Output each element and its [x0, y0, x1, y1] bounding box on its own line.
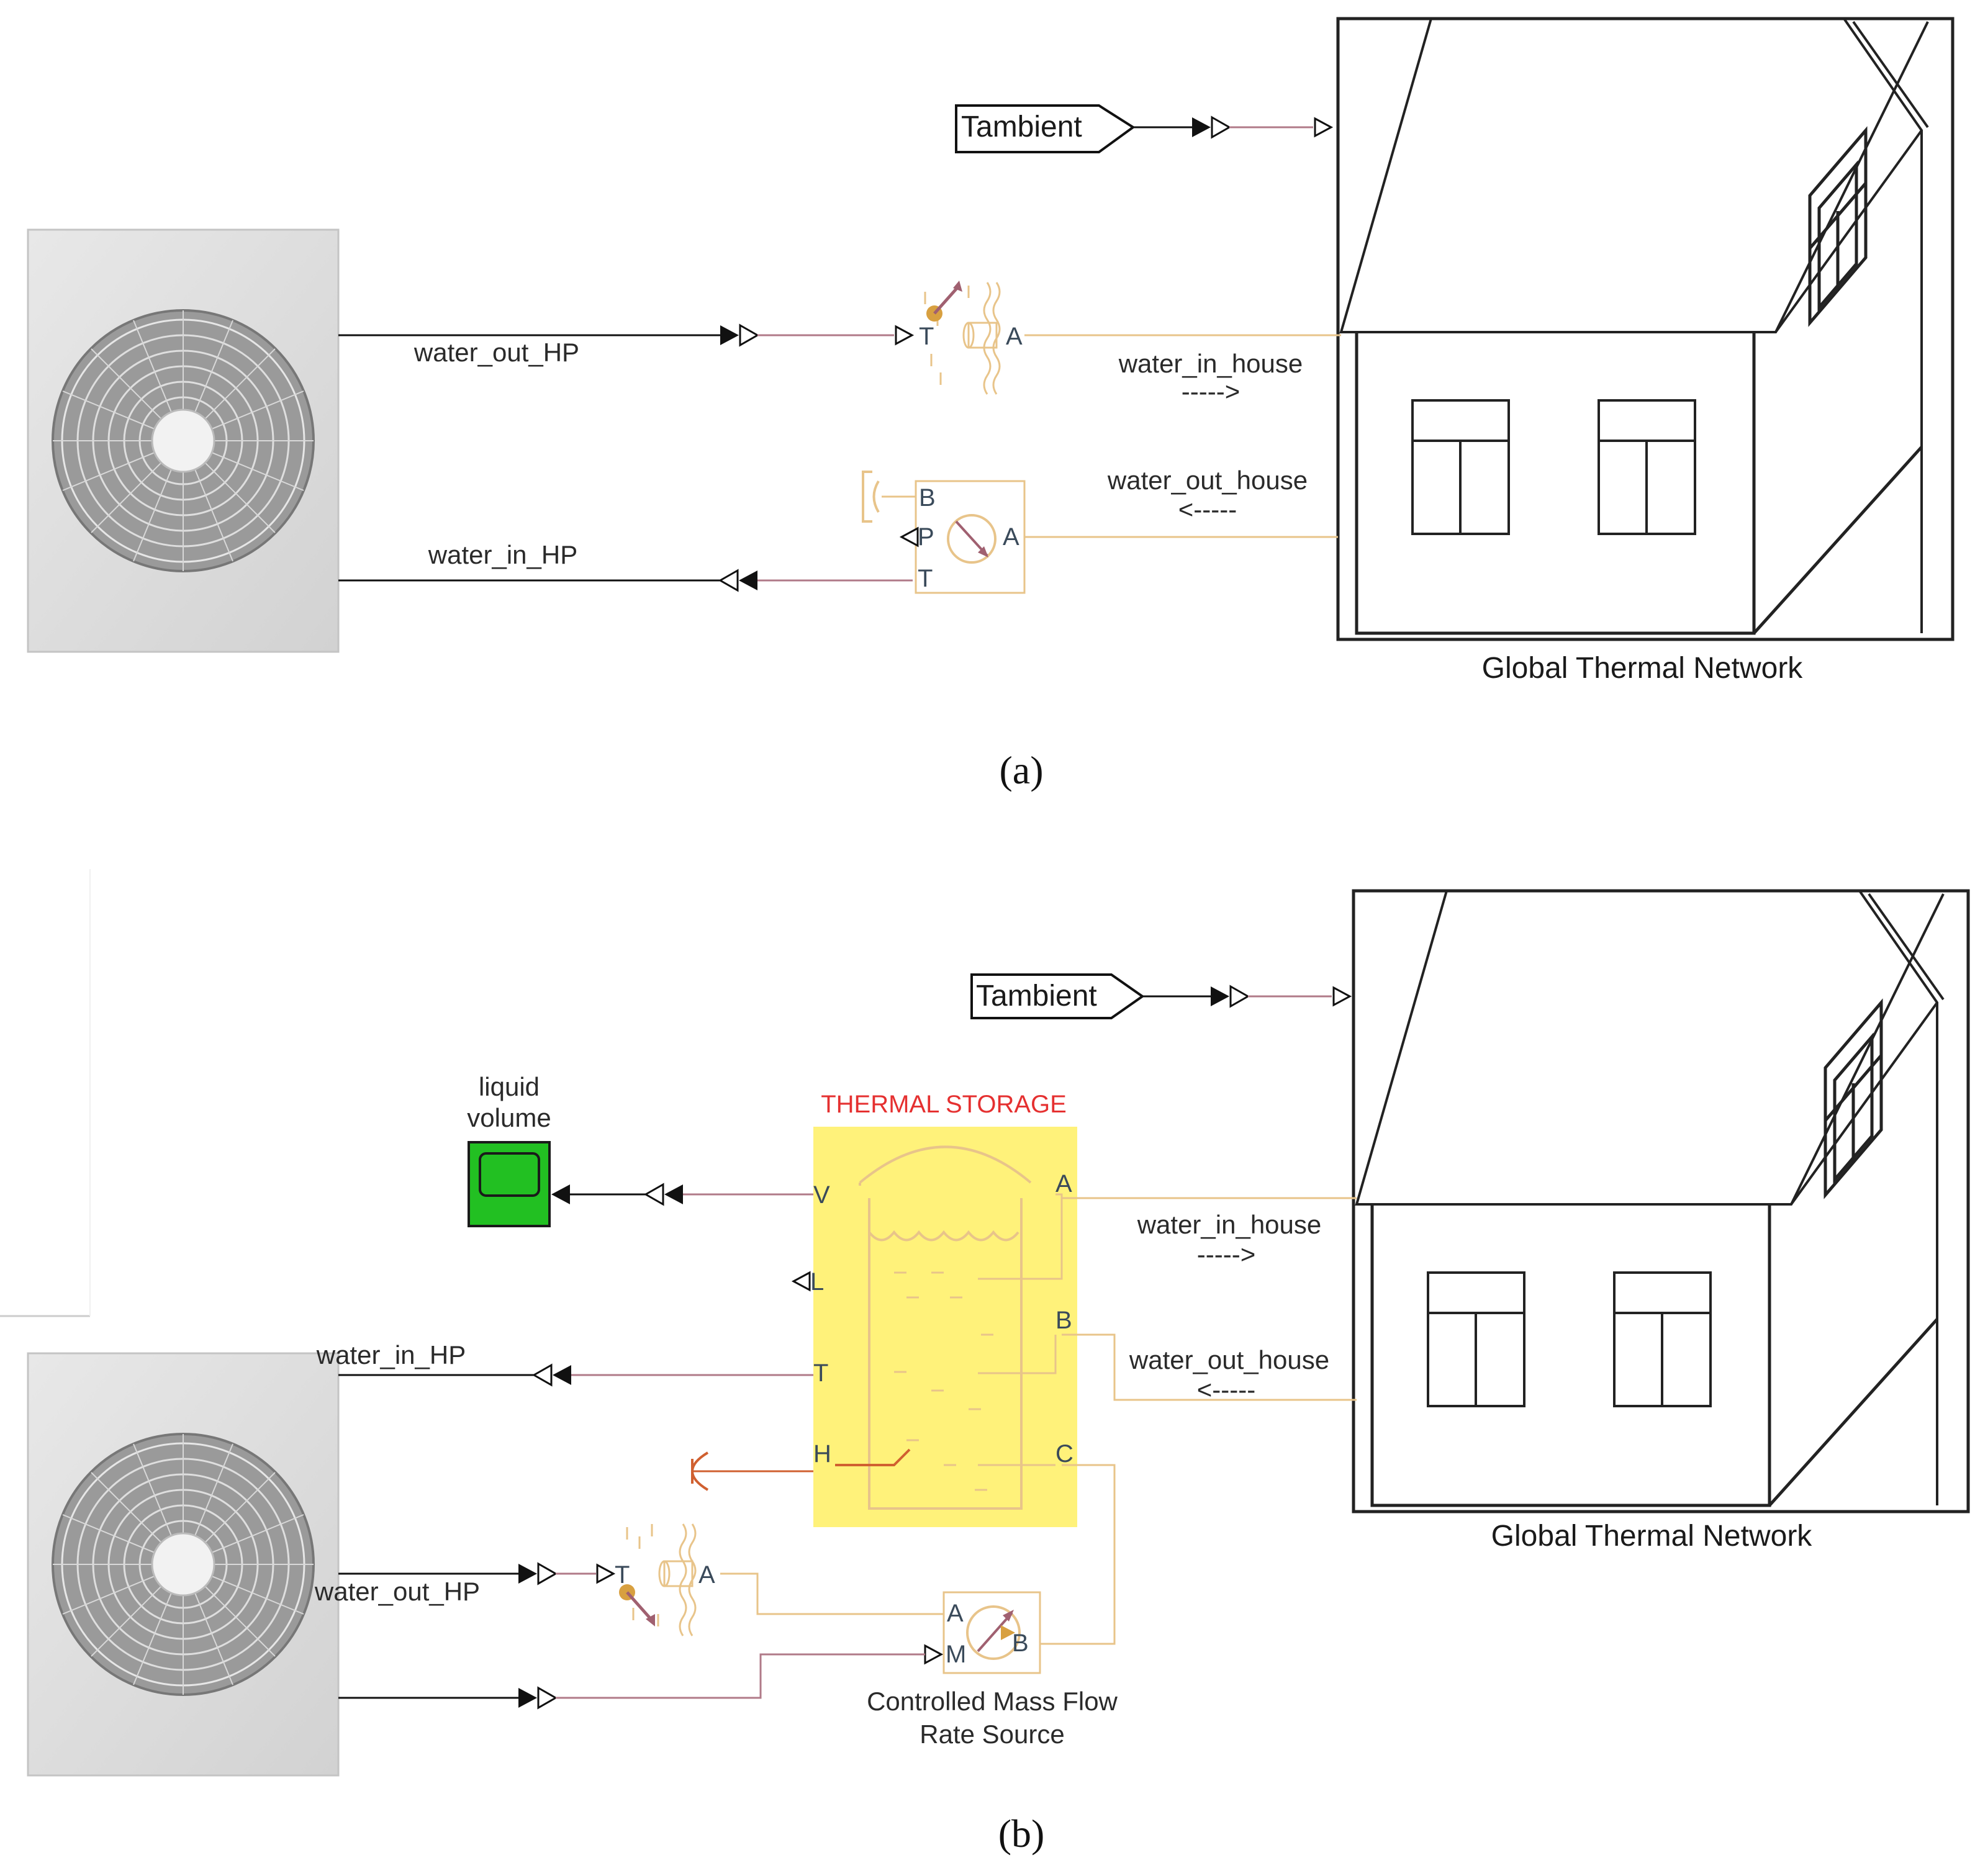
- tambient-goto-b[interactable]: Tambient: [970, 973, 1145, 1019]
- out-hp-arrows-a: [719, 324, 759, 346]
- storage-port-h: H: [813, 1440, 831, 1468]
- storage-port-t: T: [813, 1360, 828, 1387]
- tambient-arrows-a: [1191, 116, 1231, 138]
- p-port-triangle-a: [900, 527, 919, 547]
- wire-label-water-in-house-a: water_in_house: [1118, 349, 1303, 378]
- house-input-port-a: [1314, 117, 1332, 137]
- house-b: [1354, 891, 1968, 1512]
- storage-port-l: L: [810, 1268, 824, 1296]
- tambient-label-a: Tambient: [961, 110, 1082, 143]
- pump-label-line1: Controlled Mass Flow: [867, 1687, 1118, 1716]
- out-hp-arrows-b: [517, 1563, 557, 1585]
- pressure-port-p-a: P: [918, 523, 934, 551]
- volume-arrows: [644, 1183, 684, 1206]
- house-input-port-b: [1332, 986, 1351, 1006]
- tambient-arrows-b: [1209, 985, 1249, 1008]
- sensor-port-t-a: T: [919, 323, 934, 350]
- temperature-sensor-b[interactable]: T A: [615, 1523, 715, 1636]
- wire-label-water-out-hp-a: water_out_HP: [414, 338, 579, 367]
- scope-label-line1: liquid: [479, 1072, 540, 1101]
- house-label-b: Global Thermal Network: [1491, 1520, 1813, 1553]
- pump-port-a: A: [947, 1600, 964, 1627]
- sensor-port-a-a: A: [1006, 323, 1023, 350]
- storage-port-a: A: [1055, 1170, 1072, 1197]
- pump-label-line2: Rate Source: [920, 1720, 1064, 1749]
- house-a: [1338, 19, 1953, 639]
- pump-m-input-triangle: [924, 1644, 942, 1664]
- arrow-label-out-house-a: <-----: [1178, 495, 1237, 524]
- thermal-storage-title: THERMAL STORAGE: [821, 1091, 1067, 1118]
- wire-label-water-in-hp-b: water_in_HP: [316, 1340, 466, 1369]
- in-hp-arrows-a: [719, 569, 759, 592]
- pressure-port-b-a: B: [919, 484, 936, 512]
- tambient-label-b: Tambient: [976, 980, 1097, 1012]
- heat-pump-unit-b: [27, 1352, 340, 1777]
- arrow-label-in-house-b: ----->: [1197, 1240, 1255, 1269]
- arrow-label-in-house-a: ----->: [1182, 377, 1240, 406]
- arrow-label-out-house-b: <-----: [1197, 1375, 1255, 1404]
- house-label-a: Global Thermal Network: [1482, 652, 1804, 685]
- wire-label-water-in-hp-a: water_in_HP: [428, 540, 577, 569]
- storage-l-port-triangle: [792, 1271, 811, 1291]
- in-hp-arrows-b: [533, 1364, 572, 1386]
- storage-port-c: C: [1055, 1440, 1073, 1468]
- wire-label-water-out-hp-b: water_out_HP: [314, 1577, 480, 1606]
- heat-source-reference[interactable]: [691, 1451, 813, 1491]
- wire-label-water-in-house-b: water_in_house: [1137, 1210, 1322, 1239]
- caption-a: (a): [999, 748, 1043, 792]
- pressure-temperature-sensor-a[interactable]: B P A T: [862, 471, 1026, 594]
- pump-port-b: B: [1012, 1630, 1029, 1657]
- tambient-goto-a[interactable]: Tambient: [955, 104, 1136, 153]
- wire-label-water-out-house-b: water_out_house: [1129, 1345, 1329, 1374]
- liquid-volume-scope[interactable]: [468, 1141, 551, 1227]
- sensor-input-port-b: [596, 1564, 615, 1584]
- temperature-sensor-a[interactable]: T A: [919, 281, 1023, 395]
- thermal-storage-block[interactable]: V L T H A B C: [810, 1127, 1077, 1527]
- pump-port-m: M: [946, 1641, 966, 1668]
- heat-pump-unit-a: [27, 228, 340, 653]
- sensor-port-a-b: A: [698, 1561, 715, 1589]
- scope-label-line2: volume: [467, 1103, 551, 1132]
- mass-flow-signal-arrows: [517, 1687, 557, 1709]
- wire-label-water-out-house-a: water_out_house: [1107, 466, 1308, 495]
- storage-port-v: V: [813, 1181, 830, 1209]
- controlled-mass-flow-source[interactable]: A M B: [942, 1591, 1041, 1674]
- panel-a: Tambient Global Thermal Network water_ou…: [27, 19, 1953, 792]
- pressure-port-t-a: T: [918, 565, 933, 592]
- pressure-port-a-a: A: [1003, 523, 1019, 551]
- sensor-input-port-a: [895, 325, 913, 345]
- panel-b: Tambient Global Thermal Network liquid v…: [0, 869, 1968, 1856]
- caption-b: (b): [998, 1811, 1045, 1856]
- storage-port-b: B: [1055, 1307, 1072, 1334]
- sensor-port-t-b: T: [615, 1561, 630, 1589]
